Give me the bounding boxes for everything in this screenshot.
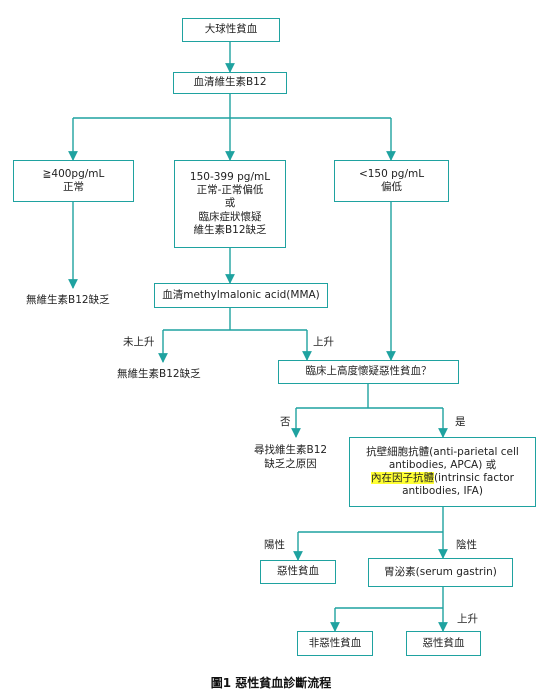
- node-serum-gastrin: 胃泌素(serum gastrin): [368, 558, 513, 587]
- node-macrocytic-anemia: 大球性貧血: [182, 18, 280, 42]
- node-b12-high: ≧400pg/mL 正常: [13, 160, 134, 202]
- label-raised-mma: 上升: [313, 336, 334, 348]
- label-yes: 是: [455, 416, 466, 428]
- node-suspect-pa: 臨床上高度懷疑惡性貧血？: [278, 360, 459, 384]
- label-no-b12-deficiency-2: 無維生素B12缺乏: [117, 368, 201, 380]
- label-negative: 陰性: [456, 539, 477, 551]
- node-serum-mma: 血清methylmalonic acid(MMA): [154, 283, 328, 308]
- node-serum-b12: 血清維生素B12: [173, 72, 287, 94]
- label-raised-gastrin: 上升: [457, 613, 478, 625]
- label-not-raised: 未上升: [123, 336, 155, 348]
- label-find-cause: 尋找維生素B12 缺乏之原因: [254, 444, 328, 471]
- label-positive: 陽性: [264, 539, 285, 551]
- node-pa-gastrin: 惡性貧血: [406, 631, 481, 656]
- node-b12-low: <150 pg/mL 偏低: [334, 160, 449, 202]
- node-non-pa: 非惡性貧血: [297, 631, 373, 656]
- label-no-b12-deficiency-1: 無維生素B12缺乏: [26, 294, 110, 306]
- figure-caption: 圖1 惡性貧血診斷流程: [210, 676, 332, 690]
- node-b12-mid: 150-399 pg/mL 正常-正常偏低 或 臨床症狀懷疑 維生素B12缺乏: [174, 160, 286, 248]
- node-antibody-test: 抗壁細胞抗體(anti-parietal cell antibodies, AP…: [349, 437, 536, 507]
- highlight-if-antibody: 內在因子抗體: [371, 472, 435, 484]
- label-no: 否: [280, 416, 291, 428]
- node-pa-positive: 惡性貧血: [260, 560, 336, 584]
